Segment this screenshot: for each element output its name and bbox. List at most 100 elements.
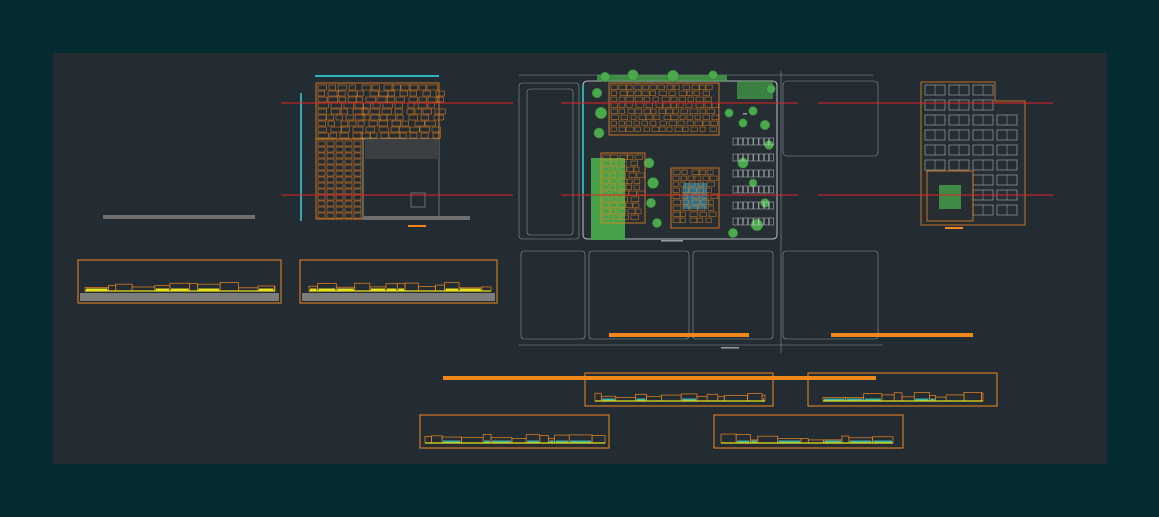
room-cell: [326, 164, 335, 171]
room-cell: [620, 196, 628, 202]
tree-symbol: [760, 198, 770, 208]
parking-plan-right[interactable]: [818, 81, 1053, 229]
room-cell: [630, 196, 640, 202]
room-cell: [418, 84, 427, 91]
elevation-3[interactable]: [584, 372, 774, 407]
elevation-frame: [584, 372, 774, 407]
room-cell: [619, 90, 628, 96]
room-cell: [627, 108, 635, 114]
room-cell: [672, 169, 681, 175]
landscape-northeast: [737, 81, 773, 99]
room-cell: [686, 114, 693, 120]
room-cell: [420, 132, 429, 139]
room-cell: [361, 84, 372, 91]
elevation-volume: [189, 283, 198, 292]
room-cell: [353, 140, 362, 147]
room-cell: [618, 108, 625, 114]
room-cell: [326, 188, 335, 195]
room-cell: [328, 84, 336, 91]
room-cell: [317, 120, 326, 127]
elevation-building: [308, 281, 492, 292]
scale-bar-site: [609, 333, 749, 337]
room-cell: [335, 164, 344, 171]
room-cell: [691, 84, 700, 90]
room-cell: [626, 90, 634, 96]
parking-stall: [758, 185, 764, 194]
room-cell: [344, 188, 353, 195]
floor-plan-left[interactable]: [281, 75, 513, 227]
elevation-volume: [108, 285, 117, 292]
street-block-4: [588, 250, 690, 340]
elevation-5[interactable]: [419, 414, 610, 449]
cad-drawing-canvas[interactable]: [53, 53, 1107, 464]
tree-symbol: [708, 70, 718, 80]
room-cell: [695, 96, 704, 102]
parking-stall: [743, 169, 749, 178]
street-block-2: [782, 80, 879, 157]
room-cell: [634, 154, 643, 160]
room-cell: [659, 120, 667, 126]
room-cell: [382, 102, 393, 109]
elevation-4[interactable]: [807, 372, 998, 407]
room-cell: [399, 90, 409, 97]
parking-stall: [748, 217, 754, 226]
parking-stall: [732, 169, 738, 178]
room-cell: [620, 160, 627, 166]
room-cell: [362, 114, 371, 121]
room-cell: [326, 194, 335, 201]
tree-symbol: [652, 218, 662, 228]
room-cell: [387, 90, 396, 97]
plan-base-strip: [363, 216, 470, 220]
room-cell: [705, 217, 712, 223]
elevation-volume: [747, 393, 763, 402]
parking-stall: [737, 185, 743, 194]
room-cell: [670, 96, 678, 102]
room-cell: [339, 132, 349, 139]
room-cell: [335, 158, 344, 165]
room-cell: [399, 132, 407, 139]
room-cell: [610, 96, 618, 102]
room-cell: [337, 84, 347, 91]
room-cell: [401, 120, 409, 127]
parking-stall: [758, 201, 764, 210]
room-cell: [335, 188, 344, 195]
room-cell: [619, 154, 629, 160]
elevation-1[interactable]: [77, 259, 282, 304]
elevation-6[interactable]: [713, 414, 904, 449]
elevation-volume: [800, 438, 809, 444]
elevation-frame: [713, 414, 904, 449]
site-plan-center[interactable]: [518, 69, 973, 353]
room-cell: [353, 212, 362, 219]
elevation-volume: [431, 435, 443, 444]
street-block-1-inner: [526, 88, 574, 236]
elevation-detail: [318, 288, 336, 291]
parking-stall: [732, 217, 738, 226]
elevation-volume: [757, 435, 778, 444]
room-cell: [634, 90, 642, 96]
elevation-2[interactable]: [299, 259, 498, 304]
elevation-detail: [555, 440, 569, 443]
elevation-detail: [86, 288, 108, 291]
room-cell: [620, 214, 629, 220]
room-cell: [626, 154, 634, 160]
room-cell: [602, 184, 609, 190]
parking-stall: [758, 217, 764, 226]
room-cell: [391, 84, 401, 91]
parking-stall: [753, 169, 759, 178]
room-cell: [611, 166, 618, 172]
room-cell: [627, 208, 636, 214]
room-cell: [385, 96, 395, 103]
room-cell: [338, 96, 346, 103]
elevation-volume: [274, 285, 276, 292]
room-cell: [687, 175, 694, 181]
site-building-north: [608, 82, 720, 136]
parking-stall: [737, 137, 743, 146]
parking-stall: [737, 201, 743, 210]
cad-drawing-viewport[interactable]: [53, 53, 1107, 464]
parking-stall: [732, 201, 738, 210]
room-cell: [317, 132, 329, 139]
room-cell: [619, 172, 626, 178]
elevation-detail: [873, 440, 892, 443]
room-cell: [335, 200, 344, 207]
elevation-volume: [417, 286, 436, 292]
